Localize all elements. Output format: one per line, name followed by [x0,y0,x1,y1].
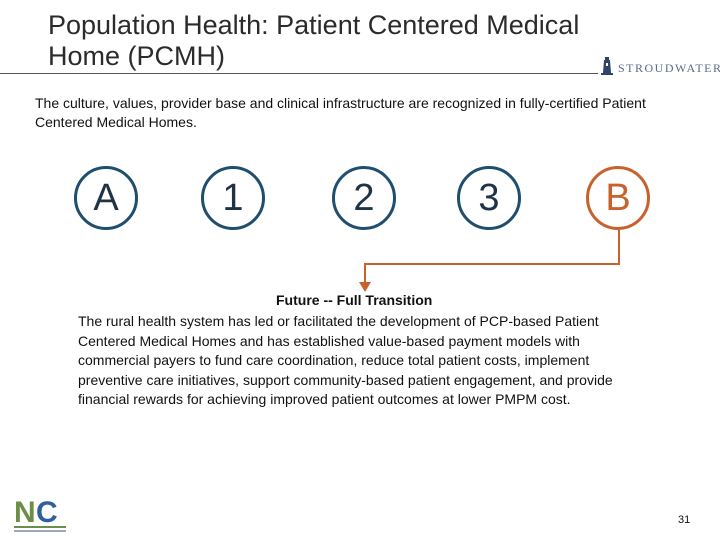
page-number: 31 [678,514,691,526]
slide-title: Population Health: Patient Centered Medi… [48,10,580,71]
stroudwater-wordmark: STROUDWATER [618,61,720,75]
stage-circle-b: B [586,166,650,230]
lighthouse-icon [601,57,613,75]
stage-label: 2 [353,177,375,219]
nc-logo: N C [12,490,70,536]
svg-text:N: N [14,496,36,529]
svg-text:C: C [36,496,58,529]
stage-label: B [605,177,631,219]
connector-arrow [359,230,620,292]
stage-circle-a: A [74,166,138,230]
stage-label: 3 [478,177,500,219]
stroudwater-logo: STROUDWATER [598,56,720,78]
stage-label: 1 [222,177,244,219]
future-heading: Future -- Full Transition [276,292,433,308]
stage-circle-3: 3 [457,166,521,230]
stage-circle-2: 2 [332,166,396,230]
future-description: The rural health system has led or facil… [78,313,613,407]
nc-logo-icon: N C [14,496,66,532]
title-divider [0,73,598,74]
intro-text: The culture, values, provider base and c… [35,95,646,130]
stage-label: A [93,177,119,219]
stage-circle-1: 1 [201,166,265,230]
